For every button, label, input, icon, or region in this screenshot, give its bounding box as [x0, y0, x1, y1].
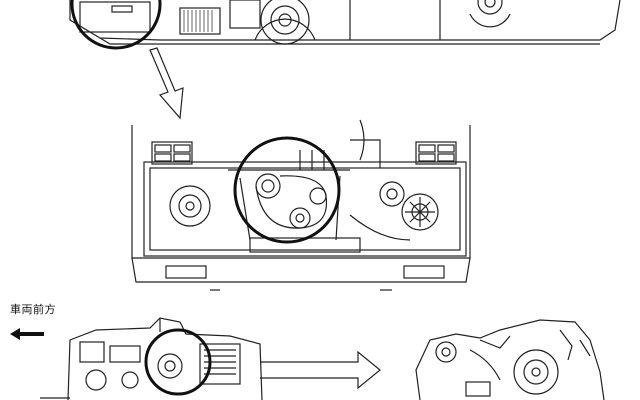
direction-label: 車両前方: [10, 303, 56, 316]
bus-rear-exterior: [69, 0, 621, 45]
highlight-circle-side-component: [144, 328, 212, 396]
arrow-left-icon: [10, 328, 44, 340]
highlight-circle-belt-drive: [233, 136, 341, 244]
engine-side-view: [40, 317, 263, 400]
detail-component-view: [415, 319, 605, 400]
engine-bay-view: [131, 119, 471, 291]
arrow-to-engine-bay-icon: [149, 47, 184, 120]
highlight-circle-engine-hatch: [70, 0, 162, 50]
arrow-to-detail-icon: [260, 350, 381, 390]
